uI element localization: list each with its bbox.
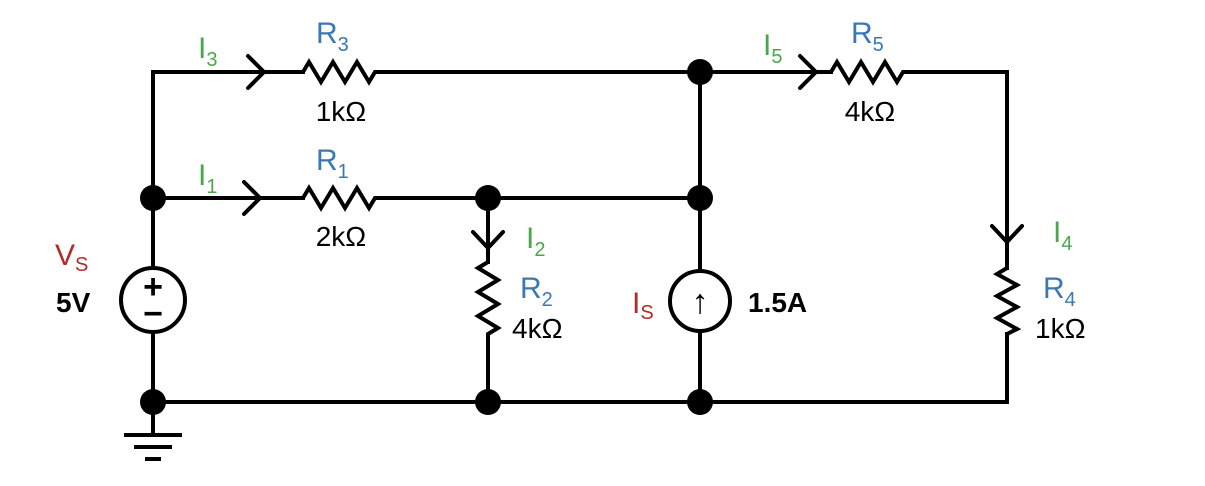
label-r3-value: 1kΩ xyxy=(316,96,367,127)
voltage-source-minus: − xyxy=(143,295,163,333)
ground-icon xyxy=(124,433,182,461)
voltage-source-plus: + xyxy=(143,268,163,306)
voltage-source: + − xyxy=(119,266,187,334)
current-source: ↑ xyxy=(668,269,732,333)
label-r3-name: R3 xyxy=(316,17,349,56)
label-vs-value: 5V xyxy=(56,287,91,318)
label-r1-name: R1 xyxy=(316,144,349,183)
label-r4-name: R4 xyxy=(1043,272,1076,311)
label-r5-name: R5 xyxy=(851,17,884,56)
label-r4-value: 1kΩ xyxy=(1035,313,1086,344)
arrow-i2 xyxy=(471,230,505,250)
label-r1-value: 2kΩ xyxy=(316,221,367,252)
node-r1-r2 xyxy=(475,185,501,211)
label-i2: I2 xyxy=(526,222,545,261)
label-r5-value: 4kΩ xyxy=(845,96,896,127)
resistor-r3 xyxy=(301,58,378,86)
resistor-r5 xyxy=(829,58,905,86)
label-is-name: IS xyxy=(632,287,654,324)
current-source-arrow-icon: ↑ xyxy=(692,283,709,321)
node-bottom-left xyxy=(140,389,166,415)
label-vs-name: VS xyxy=(55,239,88,276)
label-is-value: 1.5A xyxy=(748,287,807,318)
node-mid-right xyxy=(687,185,713,211)
wires xyxy=(151,70,1009,435)
arrow-i5 xyxy=(798,54,818,90)
resistor-r2 xyxy=(474,260,502,338)
arrow-i3 xyxy=(246,54,266,90)
label-i1: I1 xyxy=(198,159,217,198)
node-bottom-r2 xyxy=(475,389,501,415)
node-left-mid xyxy=(140,185,166,211)
label-r2-name: R2 xyxy=(520,272,553,311)
resistor-r4 xyxy=(992,266,1022,336)
node-top-right xyxy=(687,59,713,85)
arrow-i1 xyxy=(242,180,262,216)
label-i5: I5 xyxy=(763,29,782,68)
node-bottom-is xyxy=(687,389,713,415)
label-r2-value: 4kΩ xyxy=(512,313,563,344)
resistor-r1 xyxy=(301,184,378,212)
label-i4: I4 xyxy=(1053,216,1072,255)
label-i3: I3 xyxy=(198,32,217,71)
arrow-i4 xyxy=(990,224,1024,244)
nodes xyxy=(140,59,713,415)
wire-top-right xyxy=(902,70,1009,270)
